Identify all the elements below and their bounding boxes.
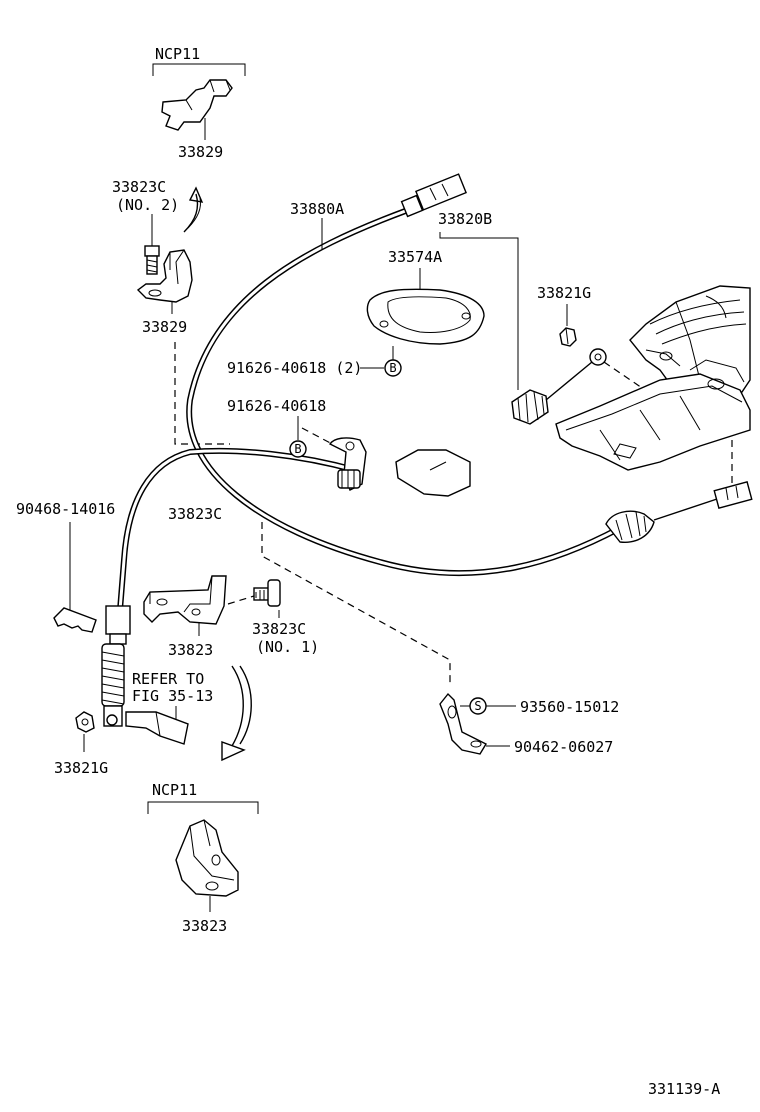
label-33821g-right: 33821G <box>537 284 591 302</box>
label-90468: 90468-14016 <box>16 500 115 518</box>
label-93560: 93560-15012 <box>520 698 619 716</box>
bracket-33829-top-icon <box>161 79 233 131</box>
lever-base-plate-icon <box>395 449 471 497</box>
svg-text:B: B <box>389 361 396 375</box>
bolt-no2-group: 33823C (NO. 2) 33829 <box>112 178 230 445</box>
bracket-33823-mid-group: 33823C 33823 33823C (NO. 1) <box>143 505 319 659</box>
nut-33821g-left-icon <box>75 711 95 733</box>
label-33574a: 33574A <box>388 248 442 266</box>
nut-33821g-right-icon <box>559 327 577 347</box>
cable-33880a: 33880A <box>186 173 753 577</box>
label-33823c-no1: 33823C <box>252 620 306 638</box>
label-no1: (NO. 1) <box>256 638 319 656</box>
ncp11-bottom-bracket-line <box>147 801 259 814</box>
label-33823-mid: 33823 <box>168 641 213 659</box>
bracket-33829-mid-icon <box>136 249 193 303</box>
cable-spring-boot-icon <box>101 643 125 707</box>
label-33823c-mid: 33823C <box>168 505 222 523</box>
svg-text:S: S <box>474 699 481 713</box>
fig-ref-text: FIG 35-13 <box>132 687 213 705</box>
bracket-33823-bottom-icon <box>175 819 239 897</box>
bolt-33823c-no1-icon <box>253 579 281 607</box>
svg-text:B: B <box>294 442 301 456</box>
clip-90468-icon <box>53 607 97 633</box>
b-mark-icon-2 <box>289 440 307 458</box>
clip-90468-group: 90468-14016 <box>16 500 115 633</box>
label-33829-mid: 33829 <box>142 318 187 336</box>
refer-note-group: REFER TO FIG 35-13 <box>125 522 451 745</box>
label-33829-top: 33829 <box>178 143 223 161</box>
end-fitting-ref-icon <box>125 711 189 745</box>
boot-plate-33574a-icon <box>366 288 485 345</box>
ncp11-bottom-group: NCP11 33823 <box>147 781 259 935</box>
cable-lower-left <box>101 447 358 727</box>
label-bolt-b1: 91626-40618 <box>227 397 326 415</box>
ncp11-top-group: NCP11 33829 <box>152 45 246 161</box>
label-33820b: 33820B <box>438 210 492 228</box>
assembly-arrow-down-icon <box>221 665 252 762</box>
cable-end-right-icon <box>605 481 753 543</box>
ncp11-top-label: NCP11 <box>155 45 200 63</box>
clamp-90462-icon <box>439 692 487 755</box>
bolt-33823c-no2-icon <box>144 245 160 275</box>
refer-to-text: REFER TO <box>132 670 204 688</box>
nut-33821g-right-group: 33821G <box>537 284 591 347</box>
label-bolt-b2: 91626-40618 (2) <box>227 359 362 377</box>
bolt-91626-group: 91626-40618 (2) B 91626-40618 B <box>227 346 402 491</box>
clamp-93560-group: S 93560-15012 90462-06027 <box>439 692 619 756</box>
cable-clamp-bracket-icon <box>328 437 367 491</box>
lever-bellows-icon <box>511 389 549 425</box>
label-33821g-left: 33821G <box>54 759 108 777</box>
shift-lever-group: 33820B 33574A <box>366 210 649 497</box>
label-no2: (NO. 2) <box>116 196 179 214</box>
label-33823-bottom: 33823 <box>182 917 227 935</box>
shift-assembly-icon <box>555 285 751 484</box>
label-90462: 90462-06027 <box>514 738 613 756</box>
ncp11-bottom-label: NCP11 <box>152 781 197 799</box>
bracket-33823-mid-icon <box>143 575 227 625</box>
label-33823c-no2: 33823C <box>112 178 166 196</box>
label-33880a: 33880A <box>290 200 344 218</box>
figure-id: 331139-A <box>648 1080 720 1098</box>
assembly-arrow-up-icon <box>183 193 199 233</box>
ncp11-top-bracket-line <box>152 63 246 76</box>
nut-33821g-left-group: 33821G <box>54 711 108 777</box>
